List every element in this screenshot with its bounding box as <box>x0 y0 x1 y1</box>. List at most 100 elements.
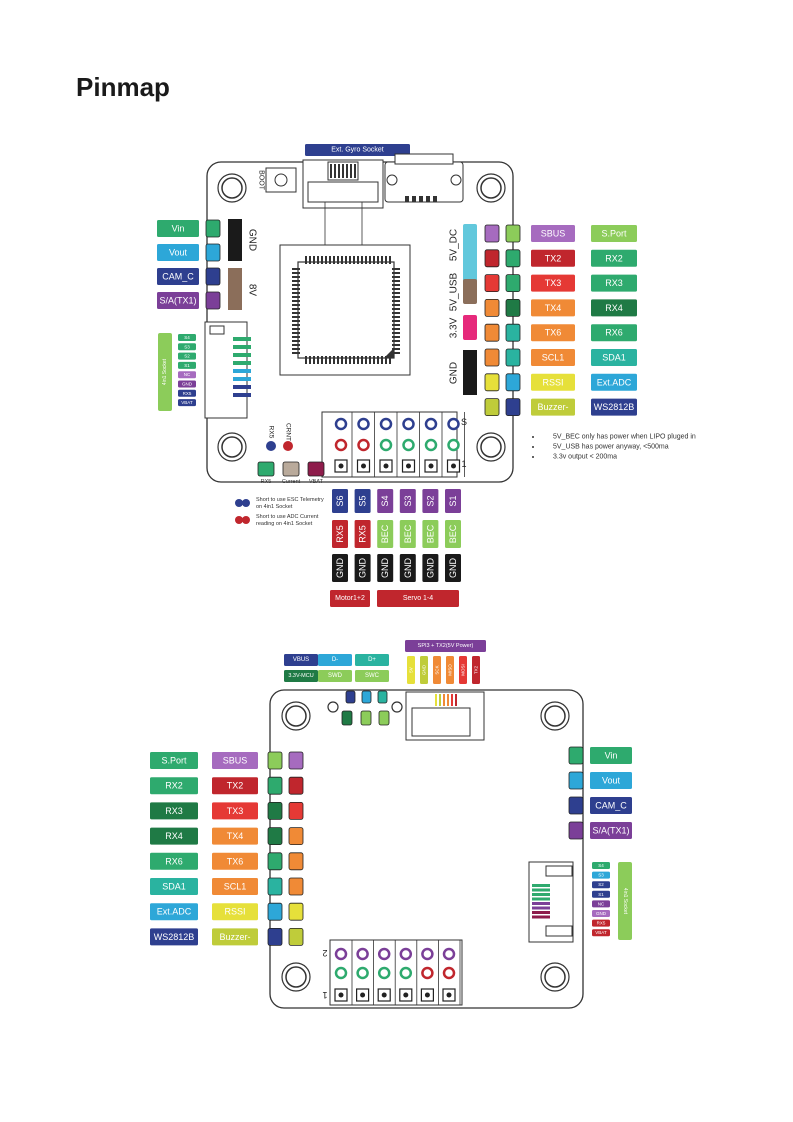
top-socket-label-3: S1 <box>184 363 190 368</box>
gnd-box-2 <box>377 554 394 582</box>
top-socket-label-7: VBAT <box>181 400 193 405</box>
note-bullet <box>532 446 534 448</box>
top-socket-label-5-box <box>178 380 196 388</box>
bot-right-pad-2 <box>568 796 584 815</box>
spi-connector-pin <box>439 694 441 706</box>
usb-vbus-label-box <box>284 654 318 666</box>
usb-port <box>394 153 454 165</box>
spi-connector-pin <box>455 694 457 706</box>
bot-col-b-label-3-box <box>212 827 258 845</box>
usb-pin <box>419 196 423 202</box>
top-left-label-2-box <box>157 268 199 285</box>
top-left-label-1-box <box>157 244 199 261</box>
mid-box-5 <box>445 520 461 548</box>
mcu-pin <box>292 300 300 302</box>
top-socket-pin <box>233 369 251 373</box>
bot-motor-gnd-pin-dot <box>403 992 409 998</box>
top-col-a-label-7-box <box>531 398 575 416</box>
mcu-pin <box>369 356 371 364</box>
bot-motor-mid-pin <box>421 966 434 980</box>
rail-3v3 <box>463 315 477 340</box>
bot-motor-mid-pin <box>334 966 348 980</box>
mcu-pin <box>292 268 300 270</box>
mcu-pin <box>392 312 400 314</box>
bot-swd-pad <box>341 710 353 726</box>
bot-socket-label-6: RX5 <box>597 921 606 926</box>
usb-dp-label-box <box>355 654 389 666</box>
mid-box-4 <box>422 520 439 548</box>
mcu-pin <box>325 256 327 264</box>
top-socket-label-4: NC <box>184 372 191 377</box>
bot-socket-label-3-box <box>592 890 610 898</box>
spi-label-box <box>405 640 486 652</box>
top-col-a-label-1: TX2 <box>545 253 562 263</box>
mcu-pin <box>292 316 300 318</box>
bot-socket-label-1-box <box>592 871 610 879</box>
mcu-pin <box>292 340 300 342</box>
bot-socket-label-7-box <box>592 929 610 937</box>
rail-5v-dc <box>463 224 477 282</box>
mcu-pin <box>381 356 383 364</box>
gyro-pin <box>338 164 340 178</box>
motor-s-label: S <box>461 417 467 427</box>
crnt-label: CRNT <box>285 423 292 441</box>
top-bottom-label-1: Current <box>282 479 301 485</box>
mcu-pin <box>385 356 387 364</box>
bot-socket-pin <box>532 884 550 887</box>
top-mount-hole-bl-inner <box>221 436 243 458</box>
rx5-label: RX5 <box>268 426 275 439</box>
bot-socket-title: 4in1 Socket <box>622 888 628 915</box>
mcu-pin <box>321 356 323 364</box>
top-col-a-label-1-box <box>531 249 575 267</box>
motor-sig-pin <box>334 417 348 431</box>
usb-dm-label: D- <box>332 657 338 663</box>
servo-label-box <box>377 590 459 607</box>
note-bullet <box>532 456 534 458</box>
usb-pin <box>405 196 409 202</box>
mid-label-1: RX5 <box>358 525 368 543</box>
bot-motor-sig-pin <box>356 947 369 961</box>
bot-col-b-label-6-box <box>212 903 258 921</box>
mcu-pin <box>392 324 400 326</box>
spi-pin-label-3: MISO <box>448 664 453 676</box>
motor-mid-pin <box>379 438 393 452</box>
mid-label-2: BEC <box>380 524 390 543</box>
bot-left-pad-a-6 <box>267 902 283 921</box>
gnd-box-1 <box>354 554 371 582</box>
spi-connector-pin <box>451 694 453 706</box>
bot-motor-header-block <box>329 939 463 1006</box>
gnd-box-0 <box>332 554 348 582</box>
top-col-b-label-2: RX3 <box>605 278 623 288</box>
sig-box-2 <box>377 489 394 513</box>
bot-motor-gnd-pin-dot <box>424 992 430 998</box>
bottom-board-outline <box>269 689 584 1009</box>
top-socket-label-6-box <box>178 389 196 397</box>
top-col-b-label-4: RX6 <box>605 328 623 338</box>
rail-label-5v-dc: 5V_DC <box>449 229 460 261</box>
bot-motor-gnd-pin-dot <box>381 992 387 998</box>
top-left-pad-2 <box>205 267 221 286</box>
bot-col-a-label-3: RX4 <box>165 831 183 841</box>
gnd-header-label: GND <box>247 229 258 251</box>
usb-hole <box>450 174 462 186</box>
motor-gnd-pin-dot <box>383 463 389 469</box>
bot-left-pad-a-2 <box>267 802 283 820</box>
mcu-pin <box>392 296 400 298</box>
mcu-pin <box>377 356 379 364</box>
motor-sig-pin <box>424 417 438 431</box>
mcu-pin <box>392 336 400 338</box>
usb-pin <box>433 196 437 202</box>
motor-label-box <box>330 590 370 607</box>
mcu-pin <box>392 320 400 322</box>
bot-motor-gnd-pin-dot <box>360 992 366 998</box>
top-socket-pin <box>233 385 251 389</box>
mcu-pin <box>392 268 400 270</box>
bot-left-pad-b-1 <box>288 776 304 795</box>
mcu-pin <box>392 280 400 282</box>
top-left-label-2: CAM_C <box>162 272 194 282</box>
legend-adc-dot <box>235 516 243 524</box>
top-col-a-label-2-box <box>531 274 575 292</box>
top-right-pad-b-1 <box>505 249 521 268</box>
spi-pin-label-1: GND <box>422 664 427 675</box>
rail-5v-usb <box>463 279 477 304</box>
